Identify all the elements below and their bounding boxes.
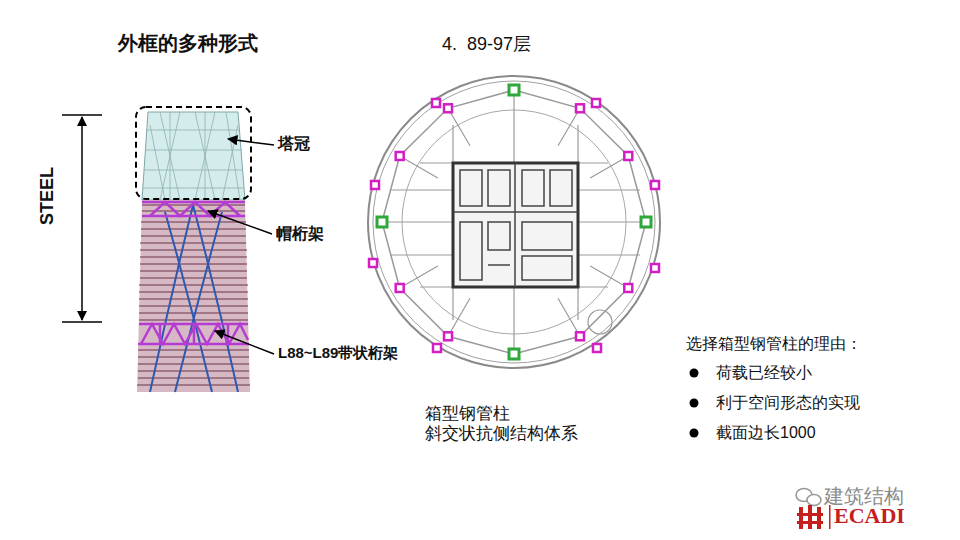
ecadi-logo [797,505,831,529]
leader-lines [208,139,274,354]
slide-title: 外框的多种形式 [118,31,258,55]
crown-bracket [136,107,251,199]
reason-heading: 选择箱型钢管柱的理由： [686,334,862,353]
bullet-dots [690,369,699,438]
tower-body [137,200,250,392]
part-name: L88~L89带状桁架 [278,344,412,362]
reason-item: 利于空间形态的实现 [716,393,860,412]
steel-dimension [62,115,102,322]
tower-crown [142,112,245,200]
watermark-icon [796,489,821,506]
steel-label: STEEL [37,167,59,225]
section-heading: 4. 89-97层 [442,34,531,56]
floor-plan [368,76,660,368]
reason-item: 荷载已经较小 [716,363,812,382]
watermark-logo: ECADI [834,503,905,529]
system-caption: 箱型钢管柱 斜交状抗侧结构体系 [425,404,600,445]
part-name: 帽桁架 [276,224,324,243]
reason-item: 截面边长1000 [716,423,816,442]
part-name: 塔冠 [278,134,310,153]
